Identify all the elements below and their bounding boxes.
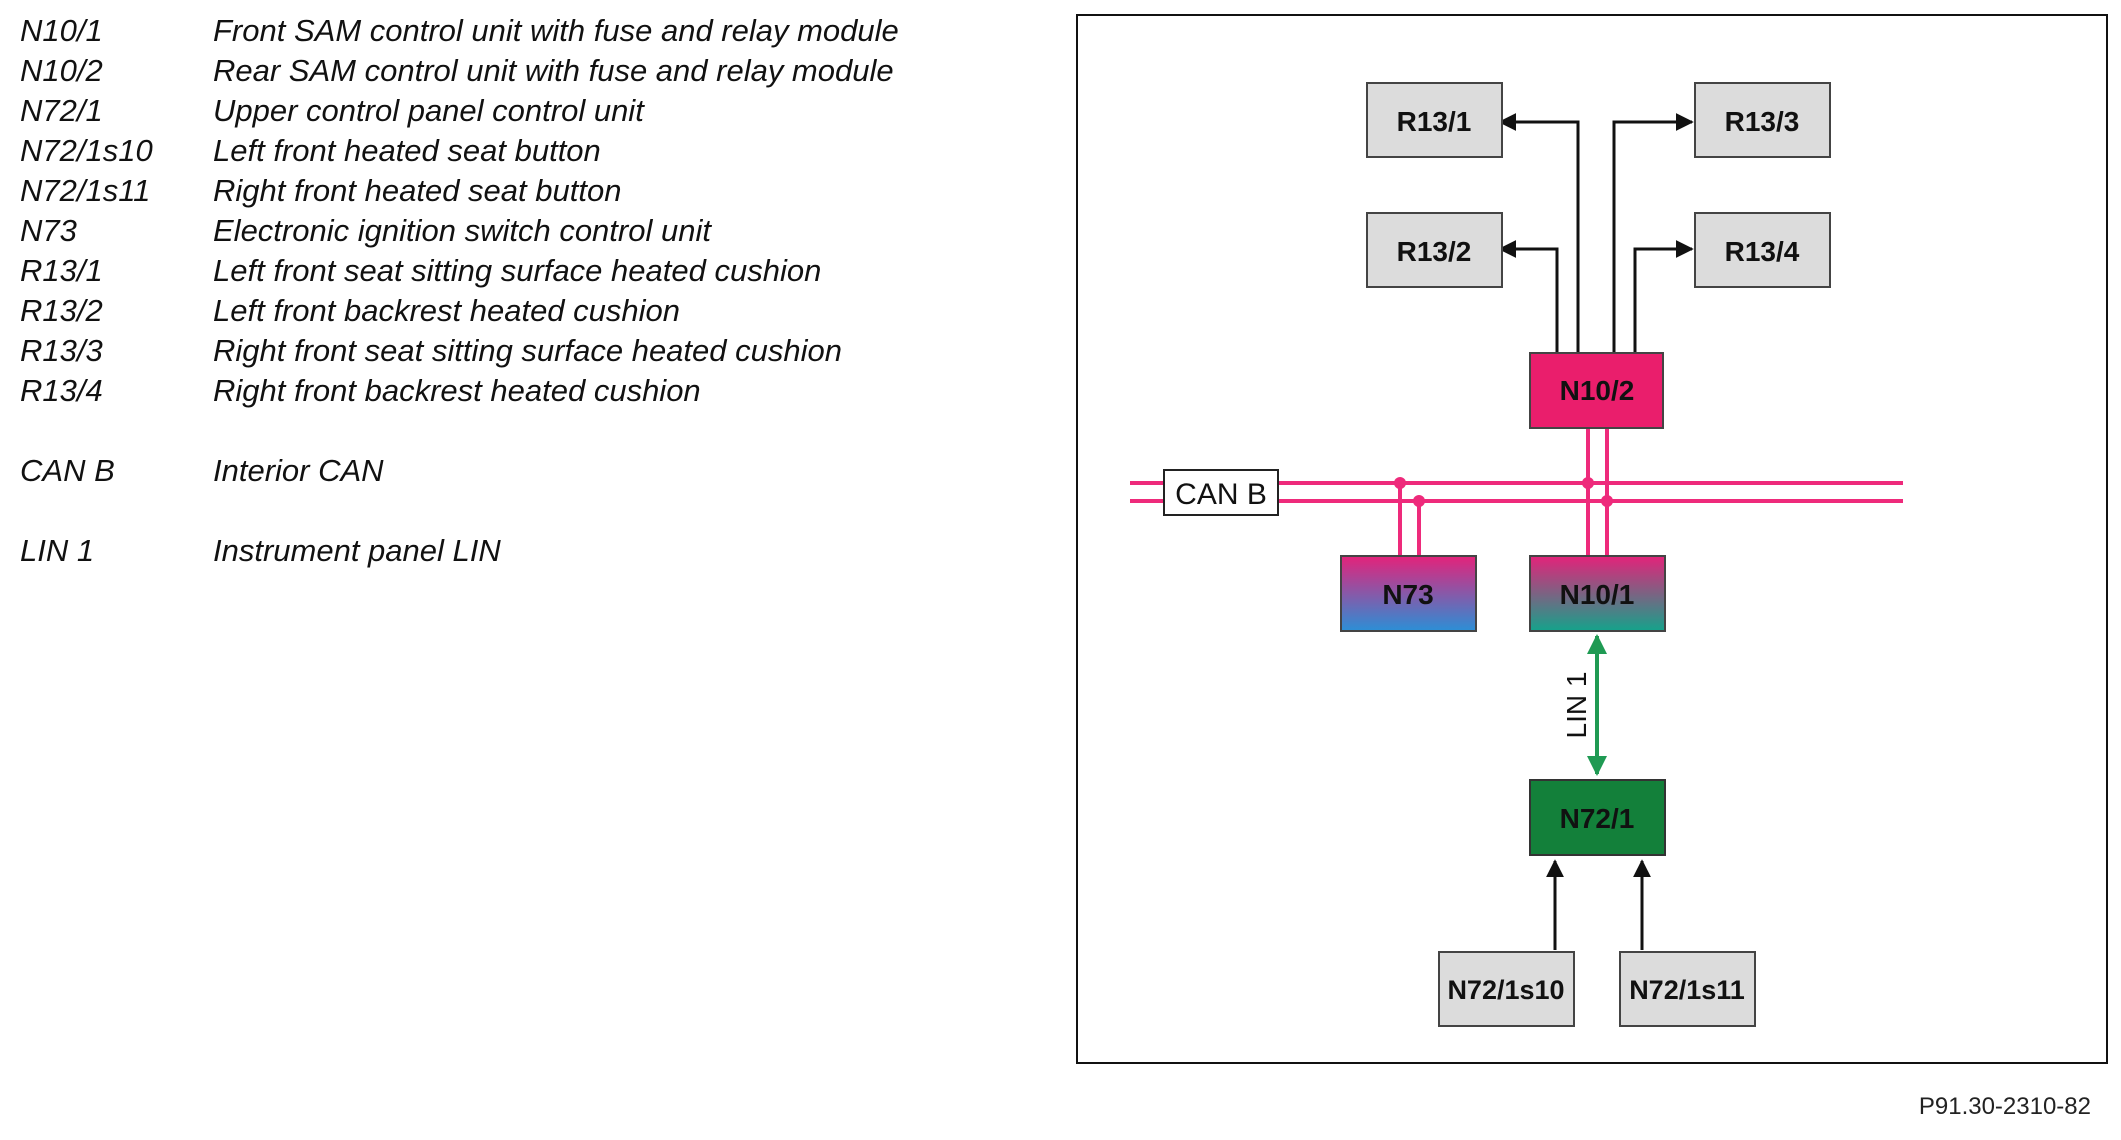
node-label: R13/4	[1725, 236, 1800, 267]
wire-n10-2-to-r13-3	[1612, 113, 1694, 355]
legend-description: Right front seat sitting surface heated …	[213, 333, 842, 368]
wire-n10-2-to-r13-1	[1498, 113, 1580, 355]
legend-code: N73	[20, 213, 77, 248]
legend-code: N10/1	[20, 13, 103, 48]
legend-code: N10/2	[20, 53, 103, 88]
node-r13-3: R13/3	[1694, 82, 1831, 158]
node-n72-1: N72/1	[1529, 779, 1666, 856]
legend-description: Electronic ignition switch control unit	[213, 213, 711, 248]
legend-description: Interior CAN	[213, 453, 384, 488]
wire-n10-2-to-r13-2	[1498, 240, 1559, 355]
node-label: N72/1	[1560, 803, 1635, 834]
legend-description: Right front heated seat button	[213, 173, 622, 208]
legend-code: LIN 1	[20, 533, 95, 568]
can-bus-junctions	[1394, 477, 1613, 507]
legend-description: Upper control panel control unit	[213, 93, 644, 128]
node-n10-2: N10/2	[1529, 352, 1664, 429]
legend-description: Rear SAM control unit with fuse and rela…	[213, 53, 894, 88]
output-wires	[1498, 113, 1694, 355]
legend-code: R13/1	[20, 253, 103, 288]
can-b-label: CAN B	[1175, 478, 1267, 511]
legend-code: CAN B	[20, 453, 115, 488]
node-label: N72/1s11	[1629, 975, 1745, 1005]
legend-code: R13/3	[20, 333, 103, 368]
legend-description: Left front heated seat button	[213, 133, 601, 168]
node-r13-2: R13/2	[1366, 212, 1503, 288]
figure-reference: P91.30-2310-82	[1918, 1093, 2091, 1120]
node-n10-1: N10/1	[1529, 555, 1666, 632]
can-bus-label: CAN B	[1163, 469, 1279, 516]
node-r13-1: R13/1	[1366, 82, 1503, 158]
legend-code: N72/1	[20, 93, 103, 128]
legend-description: Left front seat sitting surface heated c…	[213, 253, 822, 288]
node-n73: N73	[1340, 555, 1477, 632]
node-label: R13/1	[1397, 106, 1472, 137]
legend-description: Left front backrest heated cushion	[213, 293, 681, 328]
node-label: N10/1	[1560, 579, 1635, 610]
input-wires	[1546, 859, 1651, 950]
node-n72-1s11: N72/1s11	[1619, 951, 1756, 1027]
legend-code: R13/2	[20, 293, 103, 328]
legend-code: N72/1s10	[20, 133, 153, 168]
lin-1-label: LIN 1	[1561, 672, 1592, 739]
node-r13-4: R13/4	[1694, 212, 1831, 288]
node-label: R13/2	[1397, 236, 1472, 267]
legend-description: Instrument panel LIN	[213, 533, 501, 568]
legend-code: R13/4	[20, 373, 103, 408]
node-label: N72/1s10	[1447, 975, 1564, 1005]
diagram-frame	[1076, 14, 2108, 1064]
legend-description: Right front backrest heated cushion	[213, 373, 701, 408]
node-n72-1s10: N72/1s10	[1438, 951, 1575, 1027]
legend-description: Front SAM control unit with fuse and rel…	[213, 13, 899, 48]
node-label: N73	[1382, 579, 1433, 610]
wire-n10-2-to-r13-4	[1633, 240, 1694, 355]
node-label: R13/3	[1725, 106, 1800, 137]
node-label: N10/2	[1560, 375, 1635, 406]
legend-code: N72/1s11	[20, 173, 151, 208]
